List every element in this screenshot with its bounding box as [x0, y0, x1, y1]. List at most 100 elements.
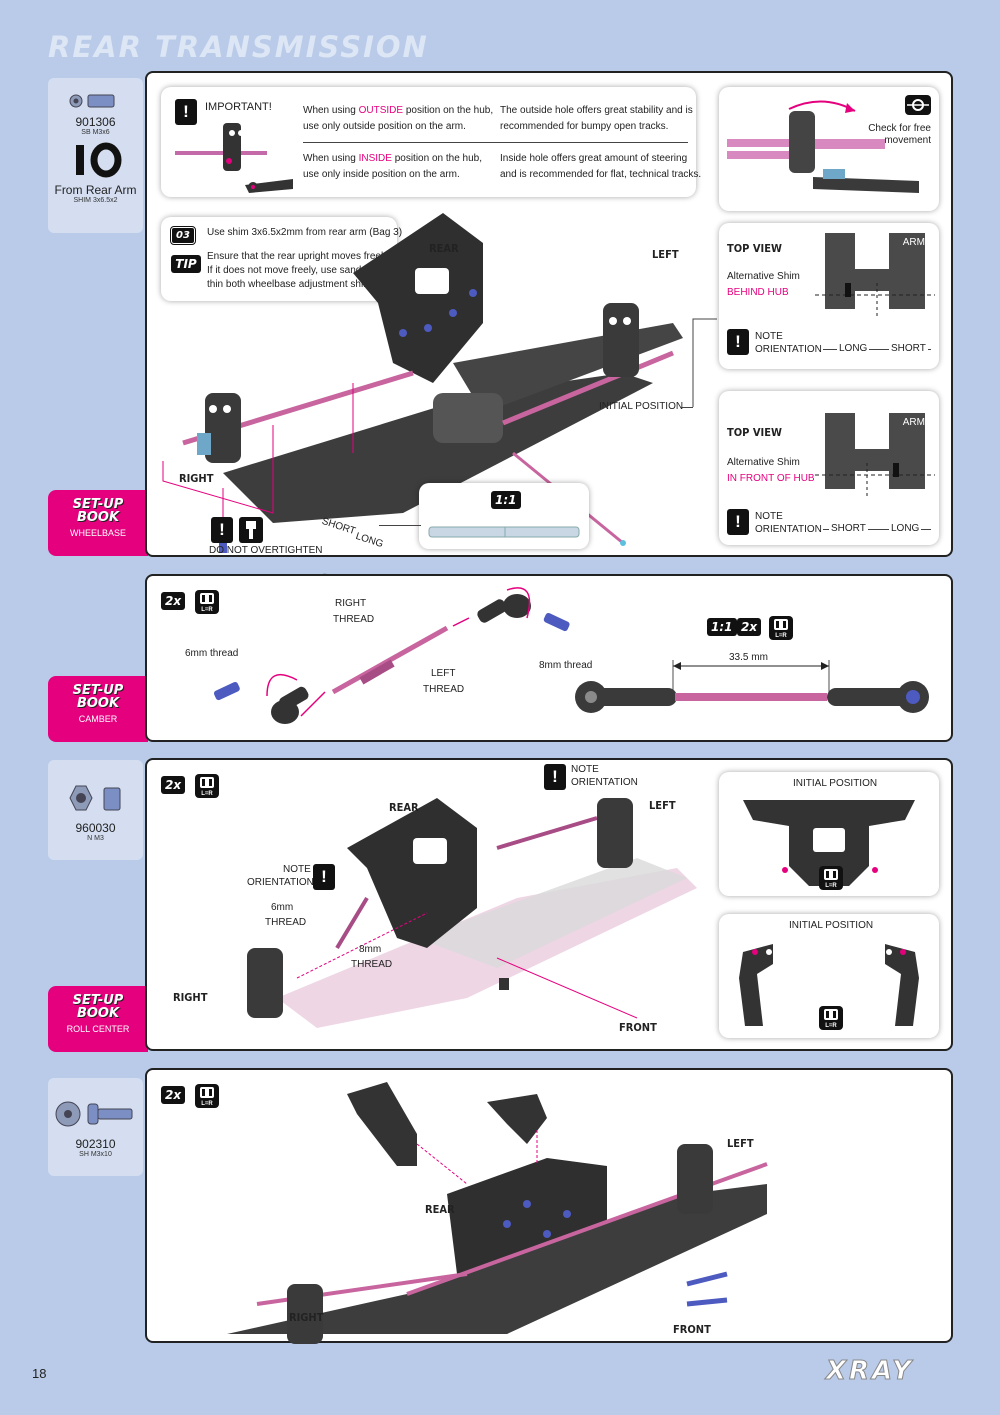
setup-line1: SET-UP — [72, 683, 124, 698]
brand-logo: XRAY — [825, 1356, 915, 1387]
label-front: FRONT — [673, 1323, 711, 1336]
page-number: 18 — [32, 1366, 47, 1381]
label-front: FRONT — [619, 1021, 657, 1034]
shock-tower-illustration — [743, 800, 915, 886]
screw-icon — [55, 1101, 133, 1127]
label-left: LEFT — [652, 248, 679, 261]
qty-badge: 2x — [161, 776, 186, 794]
outside-desc-1: The outside hole offers great stability … — [500, 105, 693, 116]
step-4-panel: 2x L=R REAR LEFT RIGHT FRONT — [145, 1068, 953, 1344]
dim-line — [823, 349, 931, 350]
setup-book-wheelbase[interactable]: SET-UP BOOK WHEELBASE — [48, 490, 148, 556]
dimension-label: 33.5 mm — [729, 652, 768, 663]
setup-book-camber[interactable]: SET-UP BOOK CAMBER — [48, 676, 148, 742]
left-right-icon: L=R — [819, 1006, 843, 1030]
note-icon-2: ! — [313, 864, 335, 890]
outside-desc-2: recommended for bumpy open tracks. — [500, 121, 669, 132]
shim-scale-box: 1:1 — [419, 483, 589, 549]
top-view-title: TOP VIEW — [727, 426, 782, 439]
outside-rule-2: use only outside position on the arm. — [303, 121, 466, 132]
note-label: NOTE — [571, 764, 599, 775]
label-6mm-thread: 6mm thread — [185, 648, 239, 659]
upright-illustration — [727, 100, 919, 193]
tip-line-2: If it does not move freely, use sandpape… — [207, 265, 399, 276]
qty-badge: 2x — [161, 592, 186, 610]
orientation-label: ORIENTATION — [755, 344, 822, 355]
left-right-icon: L=R — [195, 590, 219, 614]
arm-top-view — [815, 233, 935, 319]
setup-line2: BOOK — [76, 696, 120, 711]
label-6mm-thread: THREAD — [265, 917, 307, 928]
shim-leader — [379, 525, 421, 526]
setup-line2: BOOK — [76, 510, 120, 525]
check-movement-box: Check for free movement — [719, 87, 939, 211]
tip-line-3: thin both wheelbase adjustment shims. — [207, 279, 380, 290]
dim-line — [823, 529, 931, 530]
label-8mm-thread: THREAD — [351, 959, 393, 970]
dim-left: SHORT — [829, 523, 868, 535]
label-left-thread-1: LEFT — [431, 668, 456, 679]
page-title: REAR TRANSMISSION — [48, 30, 429, 64]
setup-book-roll-center[interactable]: SET-UP BOOK ROLL CENTER — [48, 986, 148, 1052]
part-sub: SH M3x10 — [79, 1151, 112, 1158]
setup-line1: SET-UP — [72, 497, 124, 512]
part-code: 902310 — [75, 1137, 116, 1151]
setup-name: ROLL CENTER — [66, 1024, 130, 1034]
orientation-label: ORIENTATION — [571, 777, 638, 788]
left-right-icon: L=R — [819, 866, 843, 890]
left-right-icon: L=R — [195, 774, 219, 798]
check-line-2: movement — [884, 135, 931, 146]
setup-name: WHEELBASE — [69, 528, 127, 538]
important-label: IMPORTANT! — [205, 101, 272, 113]
inside-desc-1: Inside hole offers great amount of steer… — [500, 153, 688, 164]
part-sub: SB M3x6 — [81, 129, 110, 136]
scale-badge: 1:1 — [707, 618, 737, 636]
orientation-label-2: ORIENTATION — [247, 877, 314, 888]
part-code: 901306 — [75, 115, 116, 129]
screw-icon — [69, 94, 115, 108]
setup-line1: SET-UP — [72, 993, 124, 1008]
shim-icon — [76, 142, 122, 178]
note-label: NOTE — [755, 511, 783, 522]
scale-badge: 1:1 — [491, 491, 521, 509]
camber-link-install — [247, 798, 697, 1028]
outside-rule: When using OUTSIDE position on the hub, — [303, 105, 494, 116]
initial-position-tower: INITIAL POSITION L=R — [719, 772, 939, 896]
top-view-title: TOP VIEW — [727, 242, 782, 255]
left-right-icon: L=R — [195, 1084, 219, 1108]
tip-line-1: Ensure that the rear upright moves freel… — [207, 251, 391, 262]
part-sub: SHIM 3x6.5x2 — [73, 197, 118, 204]
camber-link-assembled — [575, 660, 929, 713]
bag-text: Use shim 3x6.5x2mm from rear arm (Bag 3) — [207, 227, 403, 238]
check-movement-icon — [905, 95, 931, 115]
top-view-pos: BEHIND HUB — [727, 287, 789, 298]
dim-right: SHORT — [889, 343, 928, 355]
label-initial-position: INITIAL POSITION — [599, 401, 684, 412]
camber-link-exploded — [213, 587, 570, 724]
shock-tower-install — [227, 1082, 768, 1344]
label-do-not-overtighten: DO NOT OVERTIGHTEN — [209, 545, 323, 556]
initial-position-label: INITIAL POSITION — [793, 778, 878, 789]
part-code: 960030 — [75, 821, 116, 835]
top-view-alt: Alternative Shim — [727, 271, 800, 282]
label-right: RIGHT — [179, 472, 214, 485]
step-3-panel: 2x L=R ! NOTE ORIENTATION NOTE ORIENTATI… — [145, 758, 953, 1051]
top-view-pos: IN FRONT OF HUB — [727, 473, 815, 484]
step-1-panel: ! IMPORTANT! When using OUTSIDE position… — [145, 71, 953, 593]
initial-position-hubs: INITIAL POSITION L=R — [719, 914, 939, 1038]
label-left: LEFT — [727, 1137, 754, 1150]
shim-scale-illustration — [428, 526, 580, 538]
part-card-901306: 901306 SB M3x6 From Rear Arm SHIM 3x6.5x… — [48, 78, 143, 233]
label-rear: REAR — [389, 801, 419, 814]
qty-badge: 2x — [161, 1086, 186, 1104]
left-right-icon: L=R — [769, 616, 793, 640]
label-right-thread-1: RIGHT — [335, 598, 367, 609]
tip-icon: TIP — [171, 255, 201, 273]
step-2-panel: 2x L=R RIGHT THREAD LEFT THREAD 6mm thre… — [145, 574, 953, 742]
warning-icon: ! — [175, 99, 197, 125]
dim-right: LONG — [889, 523, 922, 535]
note-icon: ! — [544, 764, 566, 790]
part-card-902310: 902310 SH M3x10 — [48, 1078, 143, 1176]
label-right-thread-2: THREAD — [333, 614, 375, 625]
top-view-arm: ARM — [902, 417, 925, 428]
